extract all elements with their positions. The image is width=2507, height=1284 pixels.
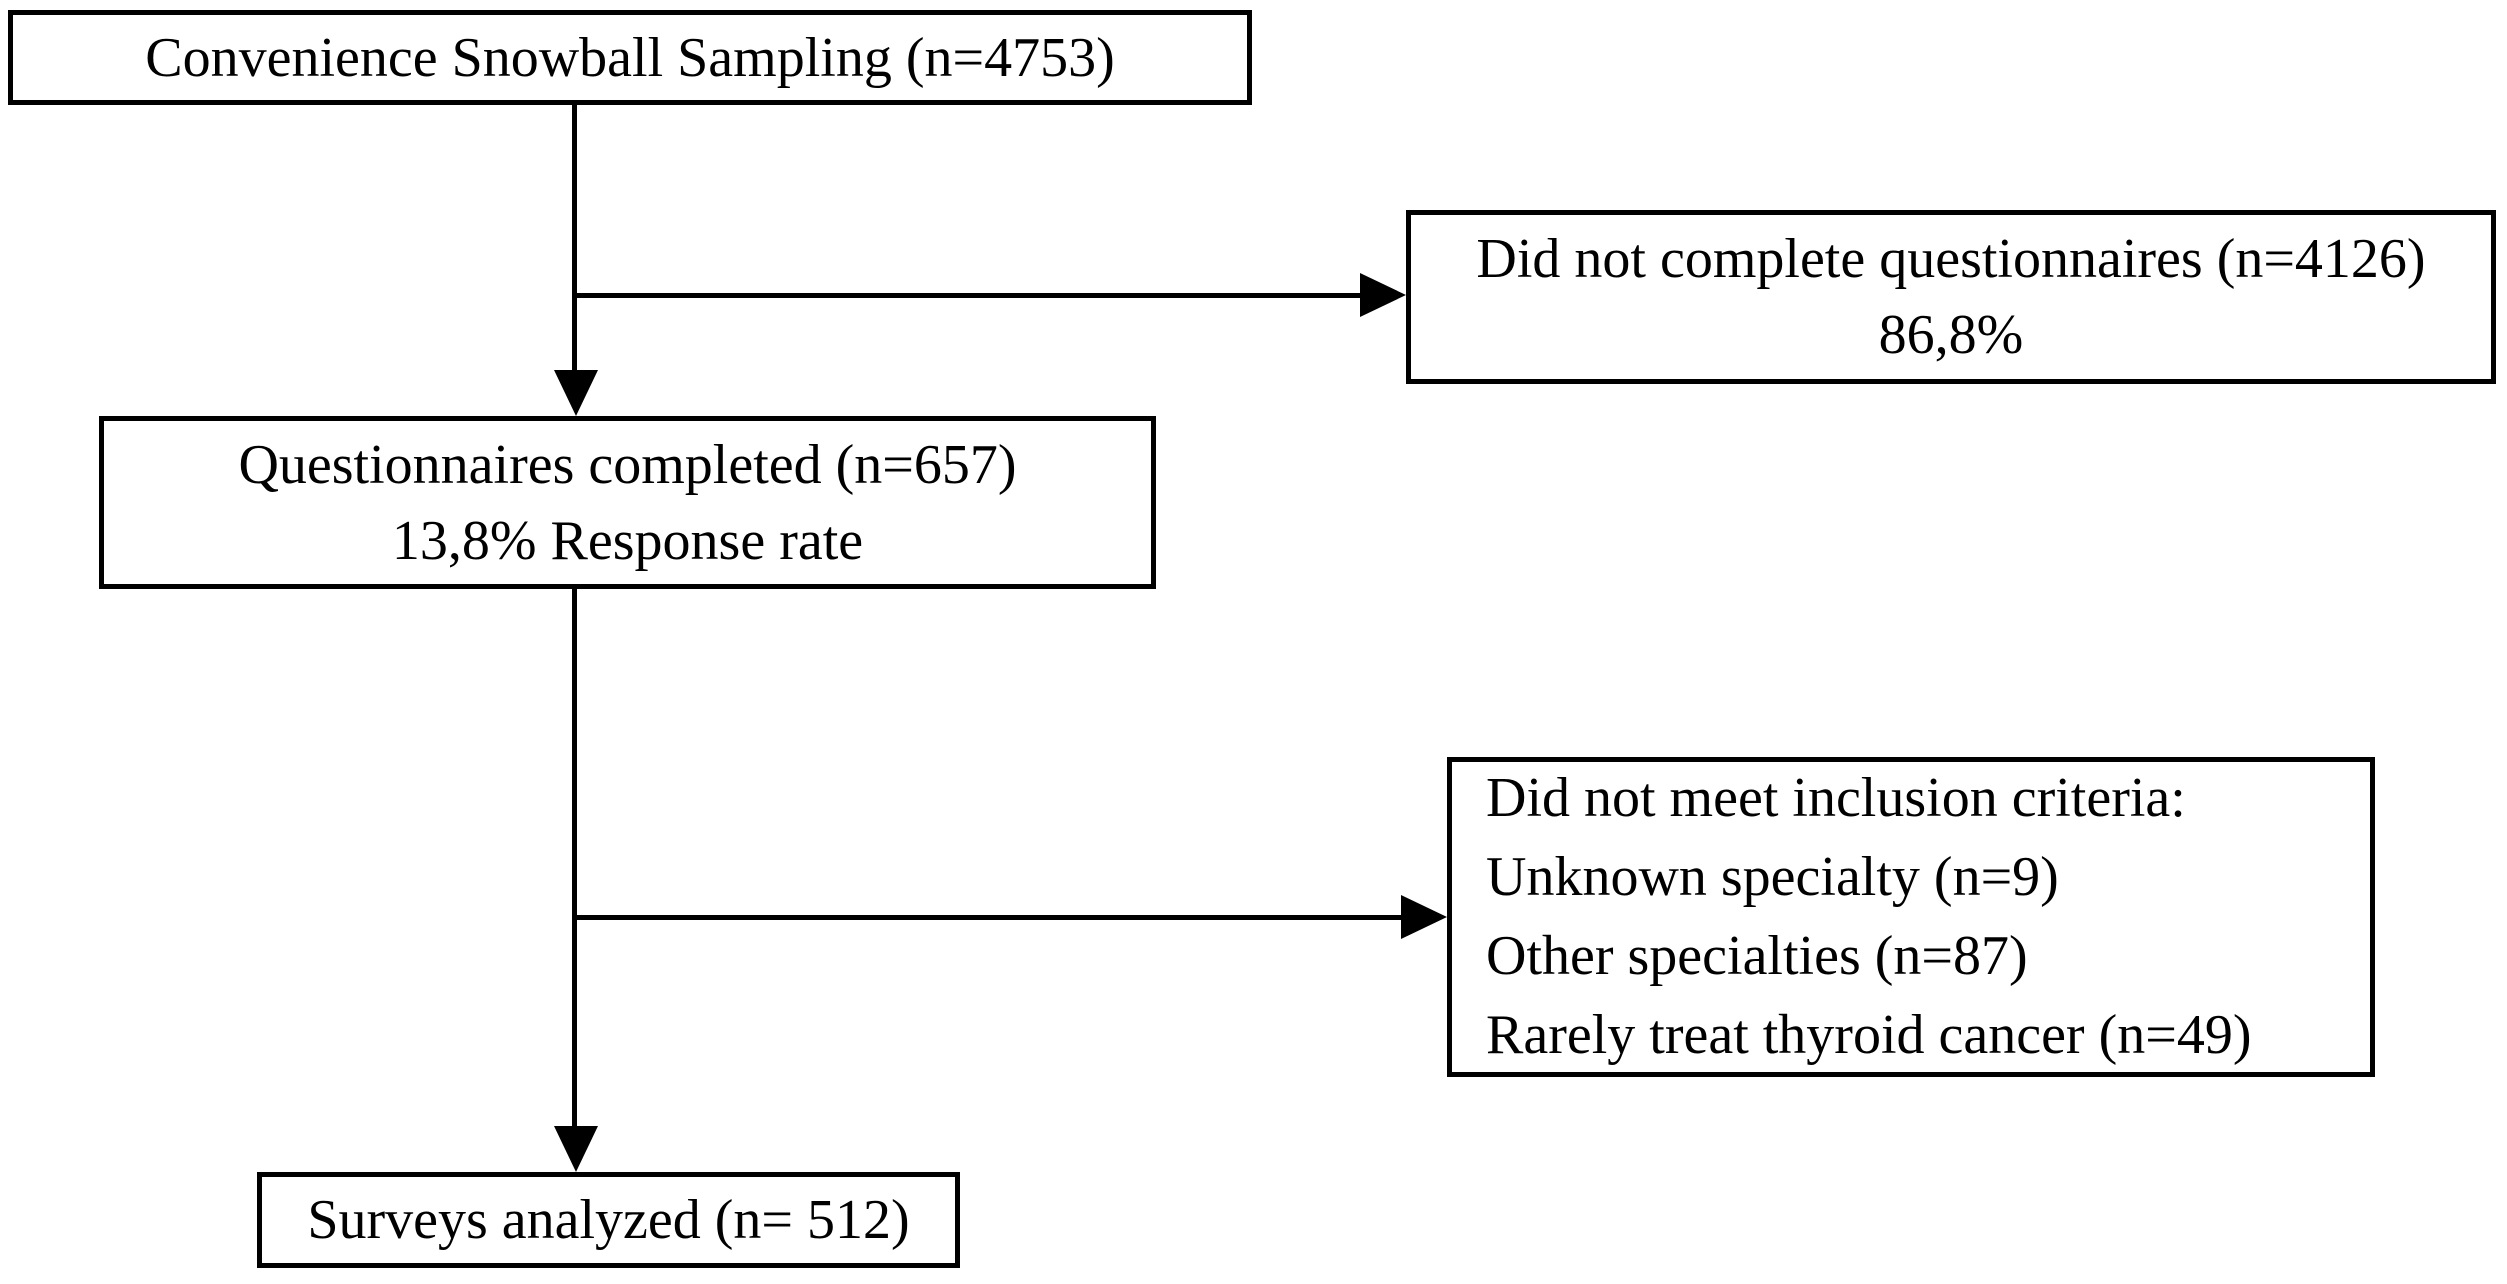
box-convenience-snowball-sampling: Convenience Snowball Sampling (n=4753) [8, 10, 1252, 105]
box-text-line: Did not meet inclusion criteria: [1486, 767, 2186, 829]
arrowhead-down-icon [554, 370, 598, 416]
connector-branch-to-excluded-line [574, 915, 1402, 920]
connector-sampling-to-completed-line [572, 104, 577, 372]
box-text-line: Did not complete questionnaires (n=4126) [1476, 228, 2426, 290]
box-questionnaires-completed: Questionnaires completed (n=657) 13,8% R… [99, 416, 1156, 589]
box-did-not-meet-inclusion-criteria: Did not meet inclusion criteria: Unknown… [1447, 757, 2375, 1077]
connector-branch-to-not-completed-line [574, 293, 1362, 298]
arrowhead-right-icon [1360, 273, 1406, 317]
box-text-line: Rarely treat thyroid cancer (n=49) [1486, 1004, 2252, 1066]
box-text-line: Unknown specialty (n=9) [1486, 846, 2059, 908]
box-text-line: 86,8% [1878, 304, 2024, 366]
box-did-not-complete-questionnaires: Did not complete questionnaires (n=4126)… [1406, 210, 2496, 384]
arrowhead-right-icon [1401, 895, 1447, 939]
box-text-line: Questionnaires completed (n=657) [238, 433, 1017, 496]
connector-completed-to-analyzed-line [572, 588, 577, 1128]
box-text-line: Convenience Snowball Sampling (n=4753) [145, 26, 1115, 89]
arrowhead-down-icon [554, 1126, 598, 1172]
box-text-line: Surveys analyzed (n= 512) [307, 1189, 910, 1251]
box-text-line: Other specialties (n=87) [1486, 925, 2028, 987]
box-text-line: 13,8% Response rate [391, 509, 864, 572]
box-surveys-analyzed: Surveys analyzed (n= 512) [257, 1172, 960, 1268]
